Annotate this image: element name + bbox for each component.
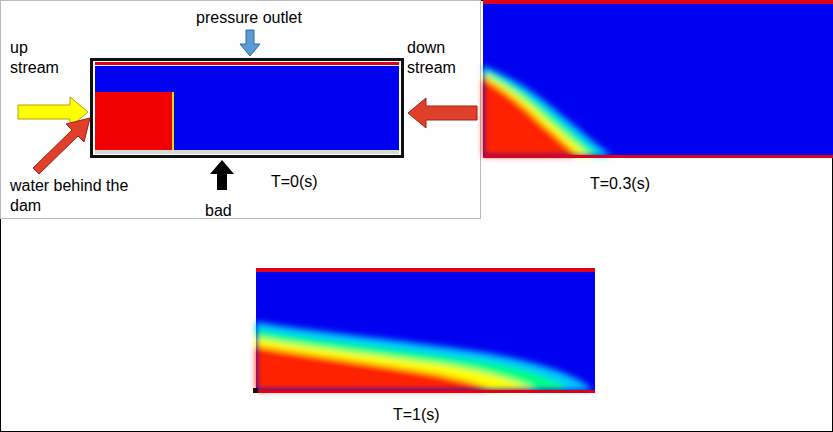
region-label: water behind the dam <box>10 176 150 216</box>
boundary-label: up stream <box>10 38 74 78</box>
boundary-label: bad <box>205 201 265 221</box>
boundary-label: down stream <box>407 38 477 78</box>
time-label: T=0.3(s) <box>590 174 680 194</box>
boundary-label: pressure outlet <box>196 8 336 28</box>
time-label: T=1(s) <box>393 405 473 425</box>
time-label: T=0(s) <box>271 172 351 192</box>
